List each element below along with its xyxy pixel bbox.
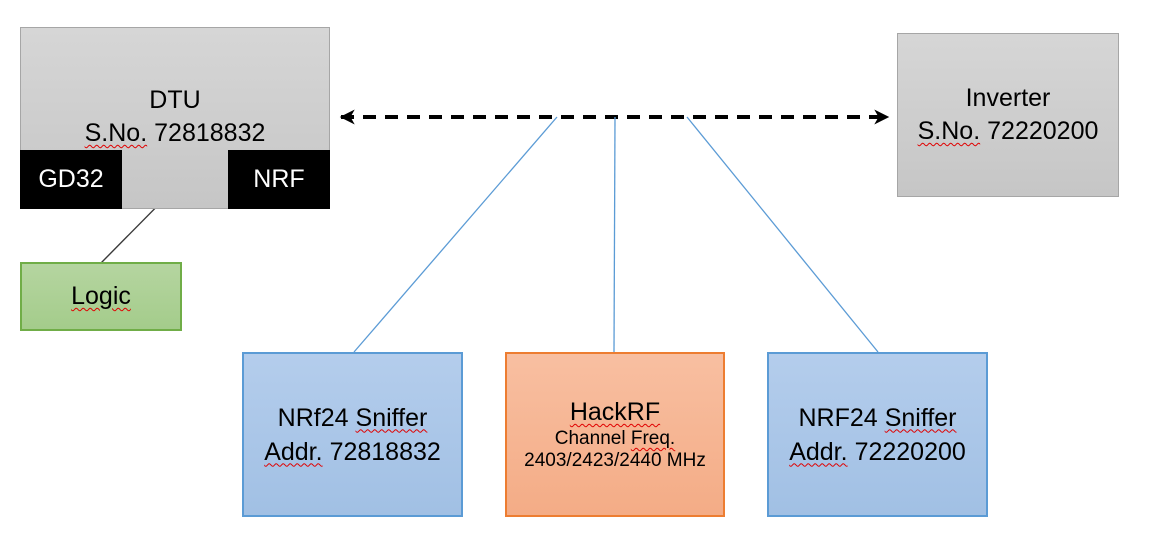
hackrf-connector-line	[613, 116, 616, 353]
gd32-box: GD32	[20, 150, 122, 209]
nrf-label: NRF	[253, 165, 305, 193]
hackrf-channel-marked: Freq.	[630, 428, 676, 449]
dtu-text: DTU S.No.72818832	[21, 84, 329, 150]
inverter-title: Inverter	[965, 84, 1051, 112]
dtu-serial-number: 72818832	[154, 119, 266, 147]
hackrf-frequencies: 2403/2423/2440 MHz	[524, 450, 706, 471]
inverter-serial-number: 72220200	[987, 117, 1099, 145]
sniffer-right-name: Sniffer	[884, 403, 957, 432]
sniffer-right-addr-number: 72220200	[854, 437, 966, 466]
logic-box: Logic	[20, 262, 182, 331]
sniffer-right-addr-label: Addr.	[789, 437, 848, 466]
sniffer-left-name: Sniffer	[355, 403, 428, 432]
sniffer-left-connector-line	[353, 116, 558, 353]
sniffer-left-addr-label: Addr.	[264, 437, 323, 466]
inverter-serial-prefix: S.No.	[917, 117, 981, 145]
dtu-serial-prefix: S.No.	[84, 119, 148, 147]
nrf-box: NRF	[228, 150, 330, 209]
sniffer-right-connector-line	[686, 116, 879, 353]
sniffer-right-name-prefix: NRF24	[798, 403, 878, 432]
dtu-serial: S.No.72818832	[21, 117, 329, 150]
sniffer-left-address: Addr.72818832	[264, 435, 441, 469]
hackrf-channel-prefix: Channel	[554, 428, 626, 449]
hackrf-title-text: HackRF	[569, 398, 661, 426]
inverter-serial: S.No.72220200	[918, 115, 1099, 148]
sniffer-right-address: Addr.72220200	[789, 435, 966, 469]
sniffer-left-name-prefix: NRf24	[277, 403, 349, 432]
inverter-box: Inverter S.No.72220200	[897, 33, 1119, 197]
dtu-title: DTU	[149, 86, 201, 114]
sniffer-left-addr-number: 72818832	[329, 437, 441, 466]
gd32-label: GD32	[38, 165, 104, 193]
logic-label: Logic	[71, 282, 131, 310]
hackrf-title: HackRF	[570, 397, 660, 428]
